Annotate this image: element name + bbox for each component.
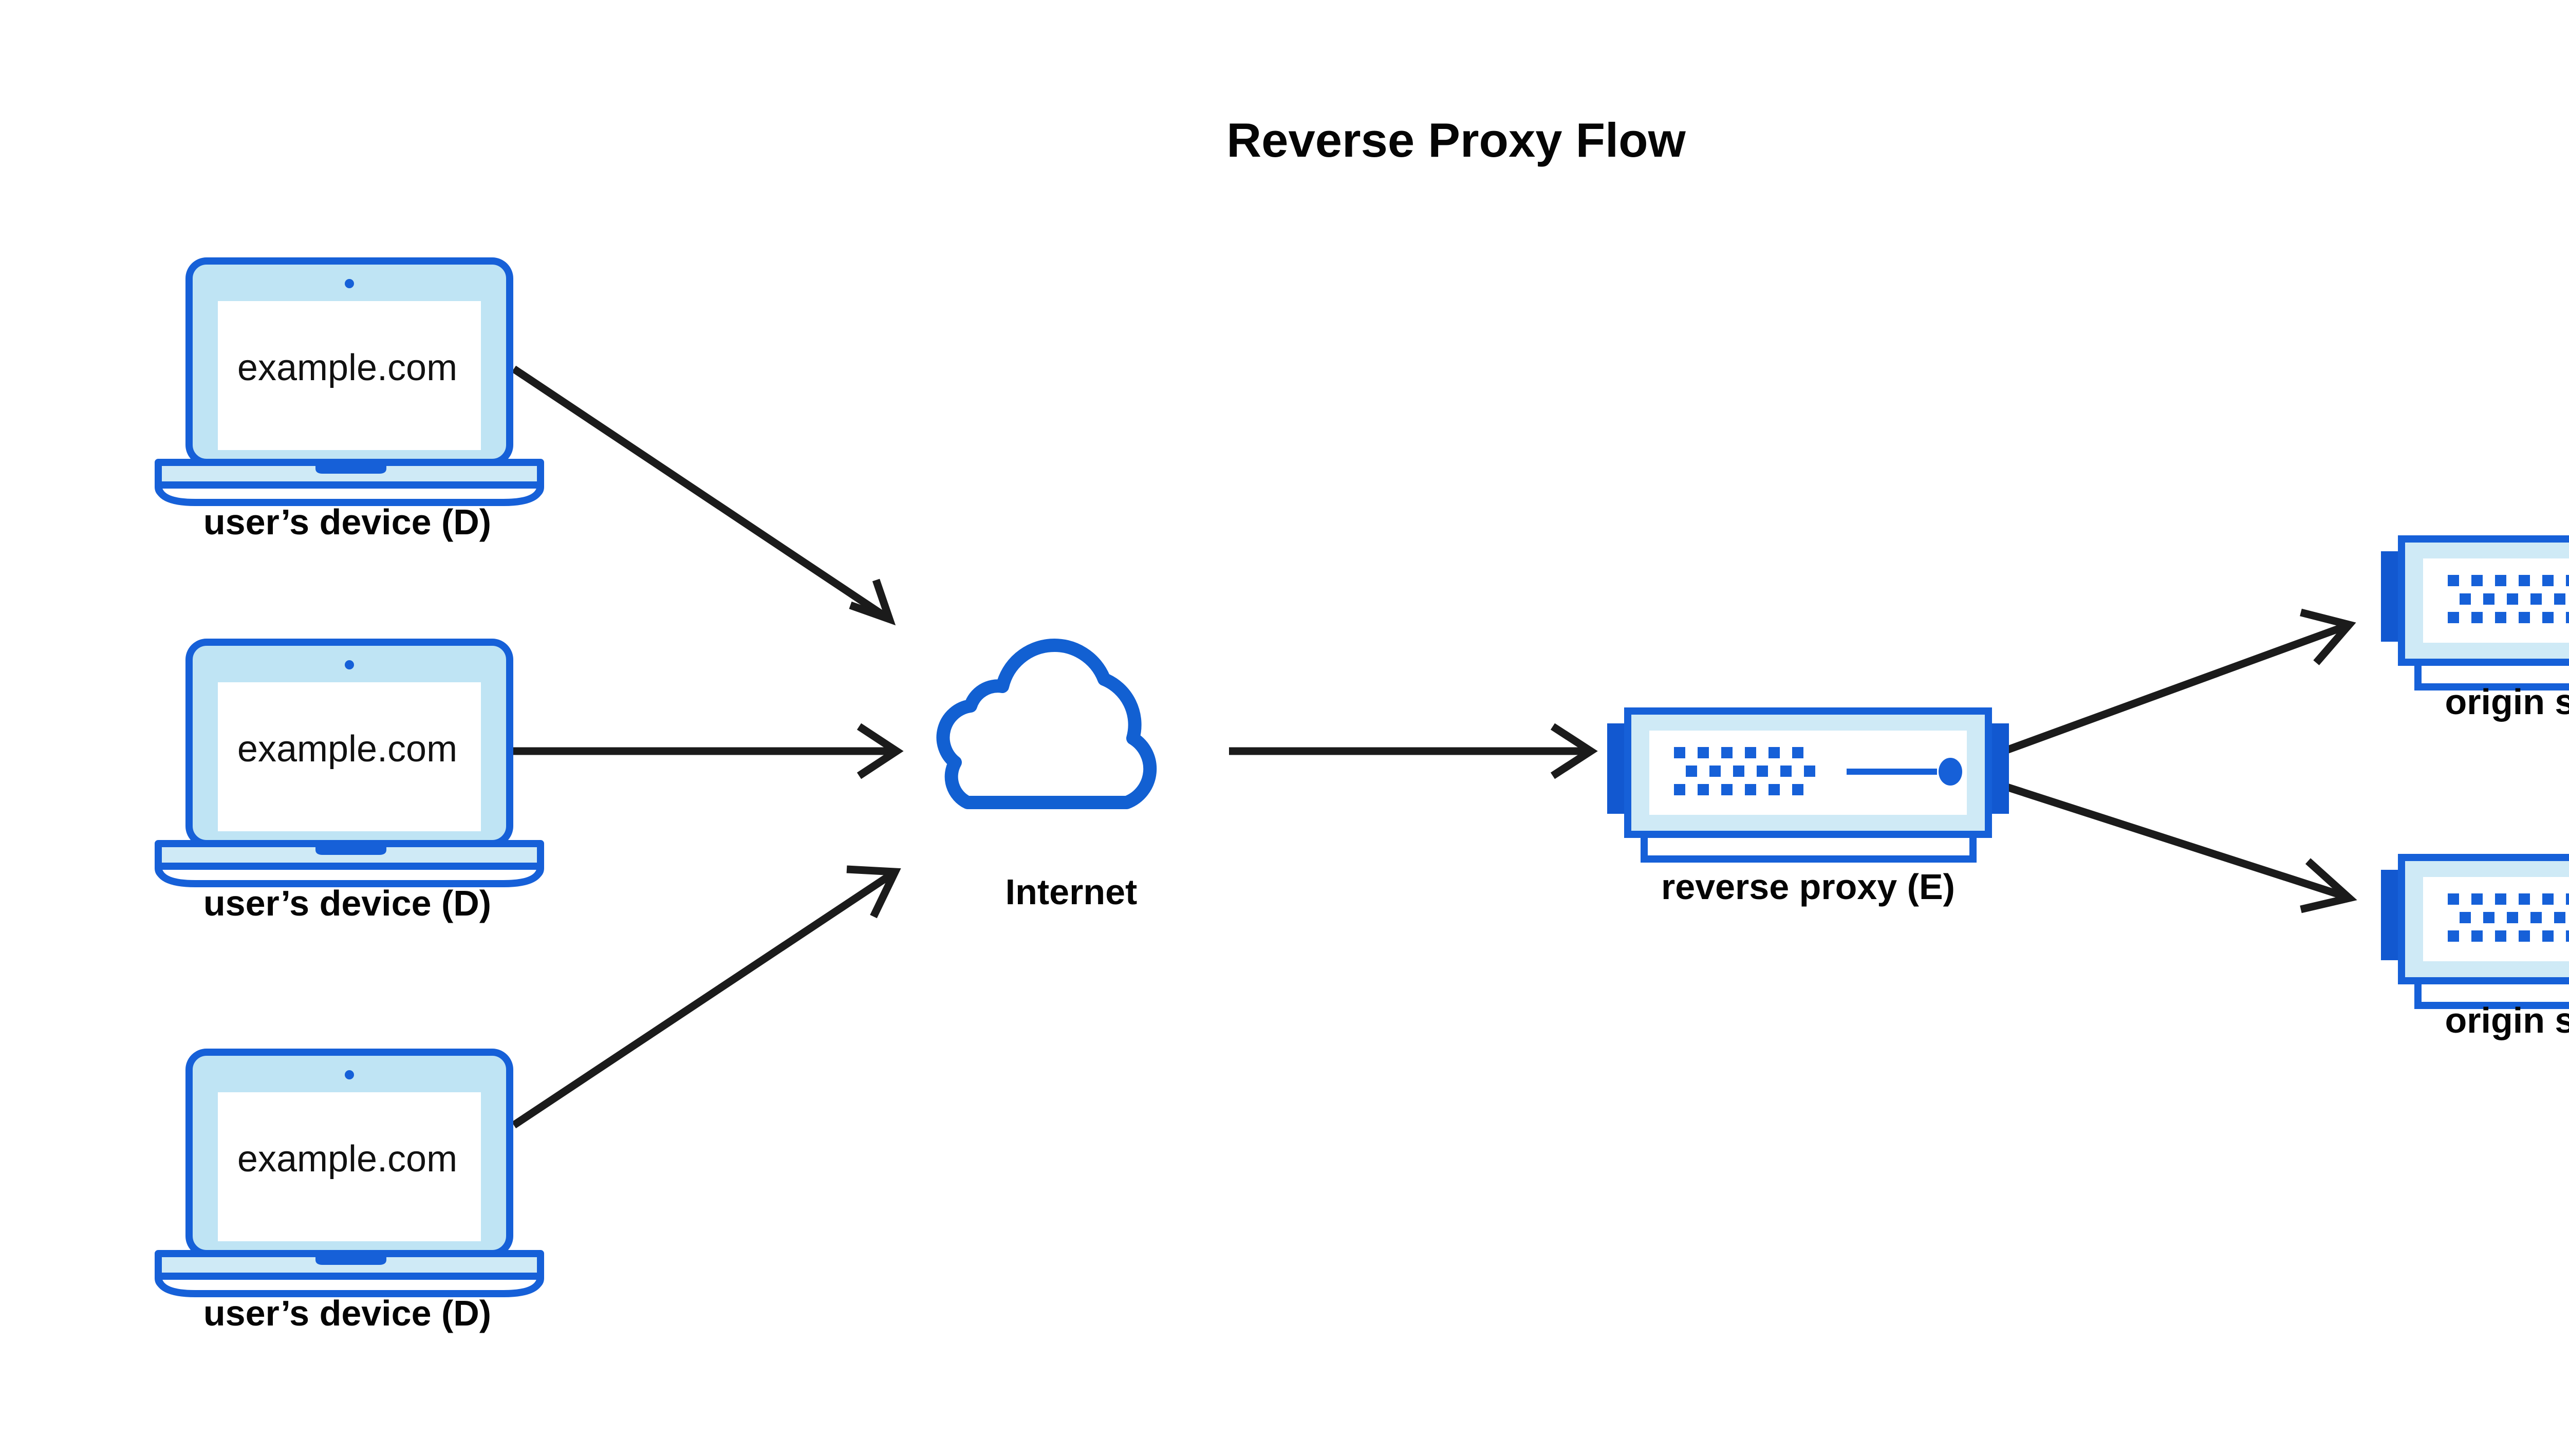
client-2-label: user’s device (D)	[203, 883, 491, 923]
client-1-screen-text: example.com	[237, 347, 457, 388]
server-icon	[2381, 539, 2569, 687]
client-1-label: user’s device (D)	[203, 502, 491, 542]
origin-1-label: origin server (F)	[2445, 682, 2569, 722]
node-internet[interactable]: Internet	[943, 645, 1150, 912]
node-origin-1[interactable]: origin server (F)	[2381, 539, 2569, 722]
internet-label: Internet	[1006, 872, 1138, 912]
client-3-screen-text: example.com	[237, 1138, 457, 1180]
client-2-screen-text: example.com	[237, 729, 457, 770]
edge-client3-internet	[511, 865, 901, 1129]
origin-2-label: origin server (F)	[2445, 1000, 2569, 1040]
edge-client1-internet	[511, 365, 896, 626]
edge-client2-internet	[511, 723, 904, 779]
edge-internet-proxy	[1229, 723, 1598, 779]
cloud-icon	[943, 645, 1150, 802]
edge-layer	[511, 365, 2357, 1129]
node-client-3[interactable]: example.com user’s device (D)	[158, 1052, 541, 1333]
server-icon	[2381, 857, 2569, 1005]
node-reverse-proxy[interactable]: reverse proxy (E)	[1607, 711, 2009, 907]
node-client-2[interactable]: example.com user’s device (D)	[158, 642, 541, 923]
page-title-text: Reverse Proxy Flow	[1226, 113, 1686, 167]
page-title: Reverse Proxy Flow	[1226, 113, 1686, 167]
node-client-1[interactable]: example.com user’s device (D)	[158, 261, 541, 542]
server-icon	[1607, 711, 2009, 859]
node-origin-2[interactable]: origin server (F)	[2381, 857, 2569, 1040]
edge-proxy-origin1	[2002, 608, 2356, 755]
edge-proxy-origin2	[2002, 782, 2357, 913]
client-3-label: user’s device (D)	[203, 1293, 491, 1333]
reverse-proxy-label: reverse proxy (E)	[1661, 867, 1955, 907]
